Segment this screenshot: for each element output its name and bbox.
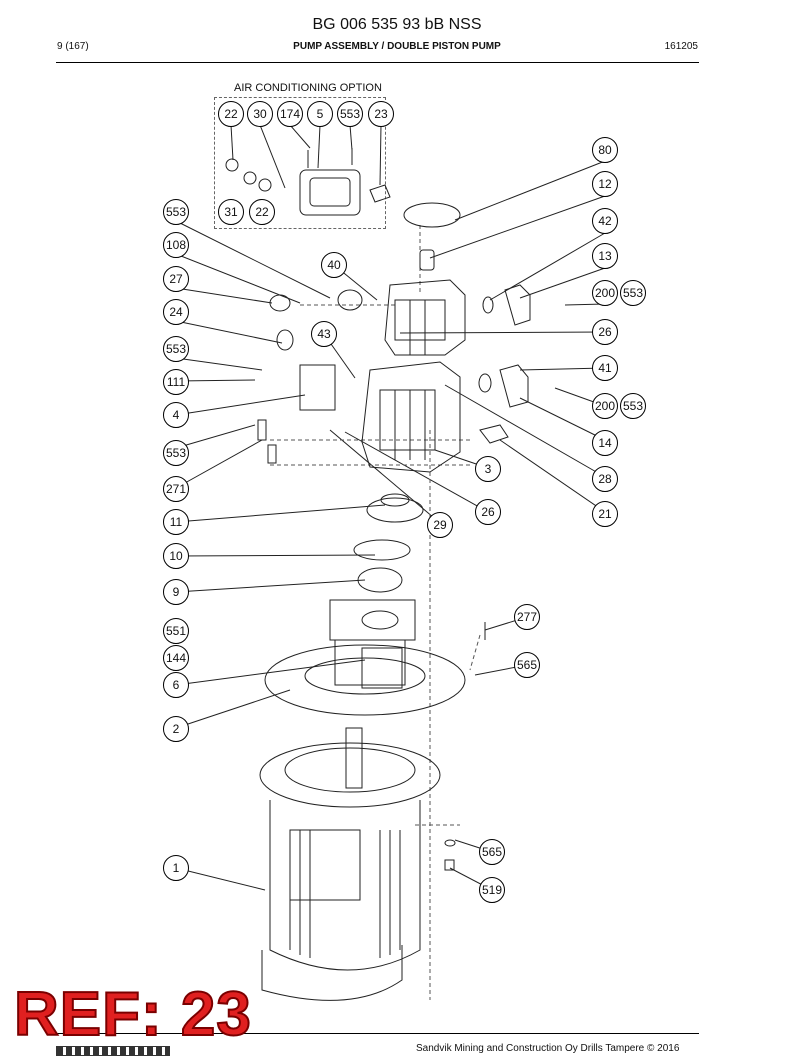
section-title: PUMP ASSEMBLY / DOUBLE PISTON PUMP — [293, 41, 501, 52]
adapter-flange-sketch — [264, 599, 486, 716]
valve-block-sketch — [299, 364, 336, 411]
air-conditioning-option-box — [214, 97, 386, 229]
cover-plate-sketch — [403, 202, 461, 228]
copyright-footer: Sandvik Mining and Construction Oy Drill… — [416, 1043, 680, 1054]
page-number: 9 (167) — [57, 41, 89, 52]
callout-bubble[interactable]: 13 — [592, 243, 618, 269]
callout-bubble[interactable]: 200 — [592, 280, 618, 306]
callout-bubble[interactable]: 271 — [163, 476, 189, 502]
callout-bubble[interactable]: 565 — [479, 839, 505, 865]
callout-bubble[interactable]: 27 — [163, 266, 189, 292]
callout-bubble[interactable]: 31 — [218, 199, 244, 225]
callout-bubble[interactable]: 26 — [475, 499, 501, 525]
callout-bubble[interactable]: 40 — [321, 252, 347, 278]
upper-pump-body-sketch — [269, 279, 531, 356]
callout-bubble[interactable]: 277 — [514, 604, 540, 630]
callout-bubble[interactable]: 565 — [514, 652, 540, 678]
callout-bubble[interactable]: 1 — [163, 855, 189, 881]
callout-bubble[interactable]: 10 — [163, 543, 189, 569]
callout-bubble[interactable]: 200 — [592, 393, 618, 419]
callout-bubble[interactable]: 28 — [592, 466, 618, 492]
callout-bubble[interactable]: 553 — [620, 393, 646, 419]
callout-bubble[interactable]: 553 — [620, 280, 646, 306]
callout-bubble[interactable]: 553 — [163, 440, 189, 466]
air-conditioning-option-label: AIR CONDITIONING OPTION — [234, 82, 382, 94]
callout-bubble[interactable]: 21 — [592, 501, 618, 527]
footer-rule — [56, 1033, 699, 1034]
callout-bubble[interactable]: 144 — [163, 645, 189, 671]
callout-bubble[interactable]: 22 — [249, 199, 275, 225]
callout-bubble[interactable]: 174 — [277, 101, 303, 127]
callout-bubble[interactable]: 111 — [163, 369, 189, 395]
callout-bubble[interactable]: 29 — [427, 512, 453, 538]
callout-bubble[interactable]: 23 — [368, 101, 394, 127]
callout-bubble[interactable]: 553 — [337, 101, 363, 127]
reference-stamp: REF: 23 — [13, 980, 252, 1049]
coupling-sketch — [353, 493, 424, 593]
callout-bubble[interactable]: 553 — [163, 199, 189, 225]
callout-bubble[interactable]: 30 — [247, 101, 273, 127]
callout-bubble[interactable]: 14 — [592, 430, 618, 456]
assembly-axis-lines — [270, 225, 481, 1000]
callout-bubble[interactable]: 11 — [163, 509, 189, 535]
document-title: BG 006 535 93 bB NSS — [312, 16, 482, 33]
motor-sketch — [259, 727, 456, 1001]
callout-bubble[interactable]: 12 — [592, 171, 618, 197]
callout-bubble[interactable]: 553 — [163, 336, 189, 362]
callout-bubble[interactable]: 42 — [592, 208, 618, 234]
option-pump-sketch — [225, 148, 391, 216]
callout-bubble[interactable]: 6 — [163, 672, 189, 698]
callout-bubble[interactable]: 43 — [311, 321, 337, 347]
header-rule — [56, 62, 699, 63]
callout-bubble[interactable]: 24 — [163, 299, 189, 325]
callout-bubble[interactable]: 4 — [163, 402, 189, 428]
callout-bubble[interactable]: 519 — [479, 877, 505, 903]
callout-bubble[interactable]: 9 — [163, 579, 189, 605]
callout-bubble[interactable]: 41 — [592, 355, 618, 381]
callout-bubble[interactable]: 80 — [592, 137, 618, 163]
callout-bubble[interactable]: 26 — [592, 319, 618, 345]
callout-bubble[interactable]: 3 — [475, 456, 501, 482]
callout-bubble[interactable]: 551 — [163, 618, 189, 644]
document-code: 161205 — [664, 41, 698, 52]
callout-bubble[interactable]: 22 — [218, 101, 244, 127]
lower-pump-body-sketch — [257, 361, 529, 473]
callout-bubble[interactable]: 2 — [163, 716, 189, 742]
callout-bubble[interactable]: 5 — [307, 101, 333, 127]
callout-bubble[interactable]: 108 — [163, 232, 189, 258]
leader-lines — [175, 124, 606, 891]
